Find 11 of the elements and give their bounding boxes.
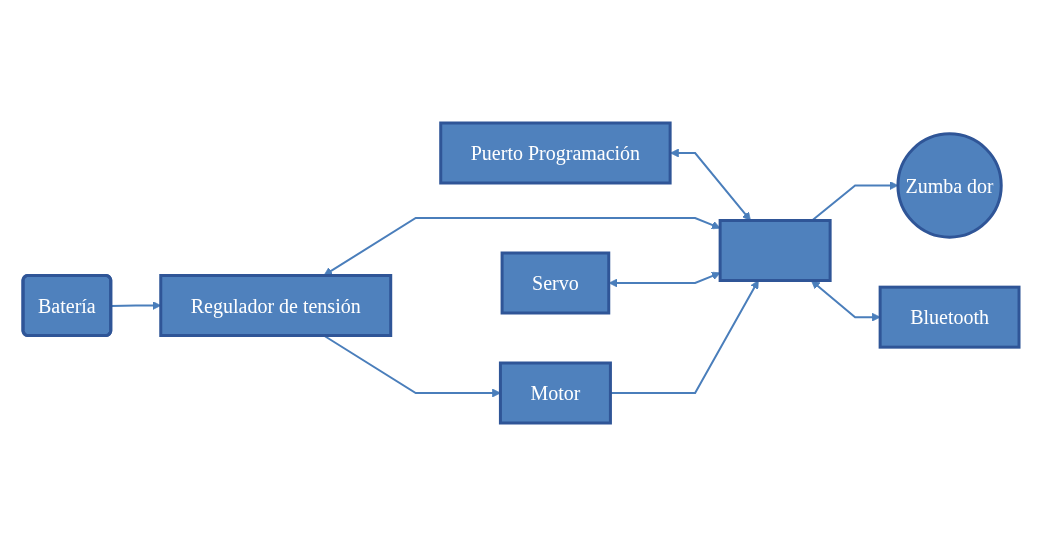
arrow [811,280,881,322]
node-box: Motor [498,361,612,425]
node-box: Bluetooth [878,285,1021,349]
node-circle: Zumba dor [896,132,1003,239]
node-box: Servo [500,251,611,315]
arrow [608,271,721,288]
arrow [670,148,751,221]
node-box [718,219,832,282]
node-box: Puerto Programación [439,121,672,185]
node-box: Regulador de tensión [159,274,393,337]
arrow [323,217,721,276]
